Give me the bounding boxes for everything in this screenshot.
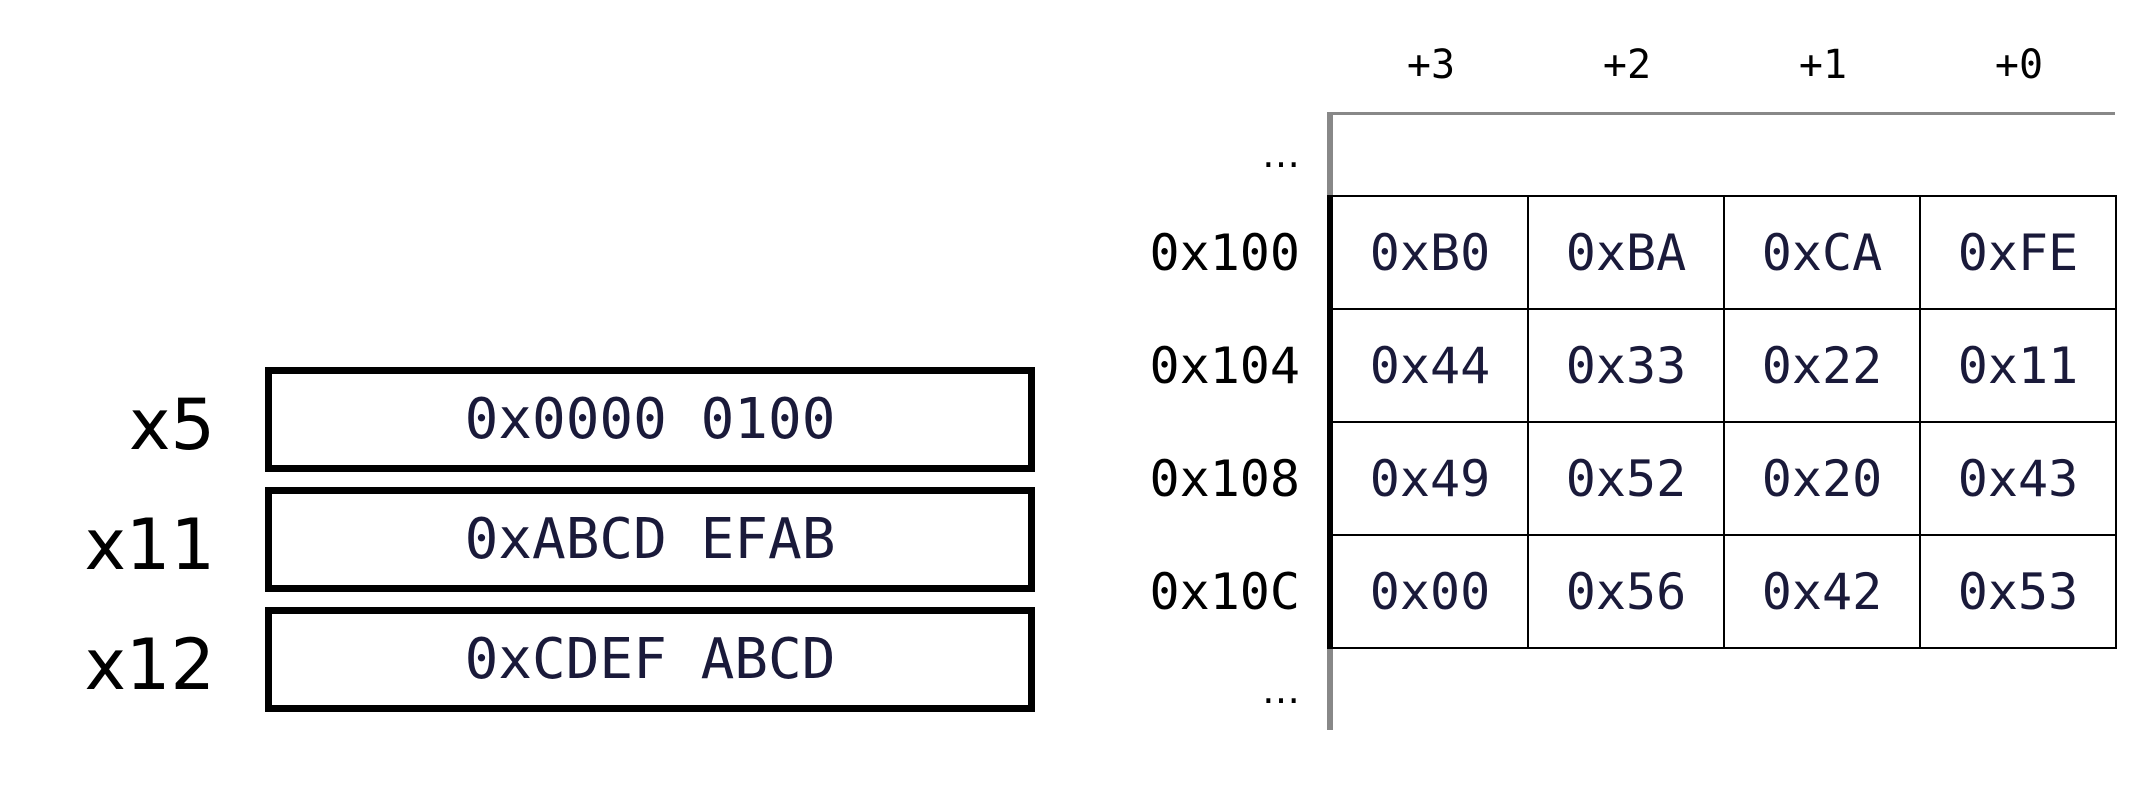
ellipsis-top: … [1262, 132, 1300, 176]
column-header: +1 [1798, 42, 1848, 88]
memory-byte-cell: 0x44 [1331, 310, 1527, 423]
memory-byte-cell: 0x00 [1331, 536, 1527, 649]
memory-left-rule-top [1327, 112, 1333, 197]
register-name: x12 [84, 624, 216, 706]
memory-byte-cell: 0x43 [1919, 423, 2115, 536]
memory-byte-cell: 0xB0 [1331, 197, 1527, 310]
address-label: 0x104 [1149, 337, 1300, 395]
column-header: +2 [1602, 42, 1652, 88]
address-label: 0x100 [1149, 224, 1300, 282]
memory-byte-cell: 0x53 [1919, 536, 2115, 649]
register-value-box: 0x0000 0100 [265, 367, 1035, 472]
memory-grid: 0xB0 0xBA 0xCA 0xFE 0x44 0x33 0x22 0x11 … [1331, 195, 2117, 649]
memory-byte-cell: 0x56 [1527, 536, 1723, 649]
memory-byte-cell: 0x11 [1919, 310, 2115, 423]
memory-byte-cell: 0x49 [1331, 423, 1527, 536]
memory-byte-cell: 0xCA [1723, 197, 1919, 310]
memory-byte-cell: 0x20 [1723, 423, 1919, 536]
address-label: 0x108 [1149, 450, 1300, 508]
memory-byte-cell: 0x52 [1527, 423, 1723, 536]
memory-byte-cell: 0xFE [1919, 197, 2115, 310]
ellipsis-bottom: … [1262, 668, 1300, 712]
register-name: x11 [84, 504, 216, 586]
register-value-box: 0xCDEF ABCD [265, 607, 1035, 712]
address-label: 0x10C [1149, 563, 1300, 621]
register-value-box: 0xABCD EFAB [265, 487, 1035, 592]
register-name: x5 [129, 384, 215, 466]
column-header: +0 [1994, 42, 2044, 88]
memory-byte-cell: 0x33 [1527, 310, 1723, 423]
memory-byte-cell: 0x22 [1723, 310, 1919, 423]
memory-left-rule-bottom [1327, 647, 1333, 730]
memory-byte-cell: 0x42 [1723, 536, 1919, 649]
memory-byte-cell: 0xBA [1527, 197, 1723, 310]
column-header: +3 [1406, 42, 1456, 88]
memory-grid-left-border [1327, 195, 1333, 649]
memory-top-rule [1331, 112, 2115, 115]
